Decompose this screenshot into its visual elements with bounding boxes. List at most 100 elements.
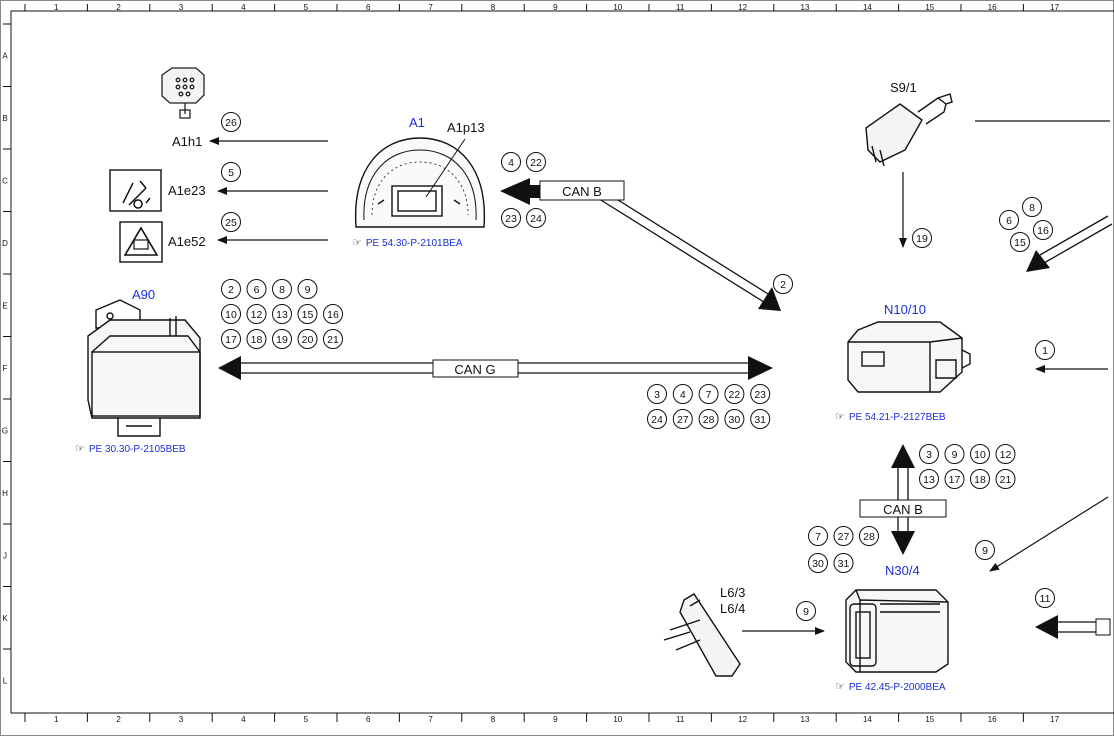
circle-27: 27 — [833, 526, 854, 546]
svg-text:31: 31 — [754, 414, 766, 426]
svg-text:2: 2 — [228, 284, 234, 296]
circle-10: 10 — [970, 444, 990, 464]
grid-column-bottom-17: 17 — [1050, 715, 1059, 724]
circle-30: 30 — [808, 553, 828, 573]
svg-text:20: 20 — [302, 334, 314, 346]
circle-10: 10 — [221, 304, 241, 324]
grid-column-bottom-10: 10 — [613, 715, 622, 724]
circle-22: 22 — [724, 384, 745, 404]
grid-column-bottom-3: 3 — [179, 715, 184, 724]
grid-column-top-2: 2 — [116, 3, 121, 12]
circle-18: 18 — [970, 469, 990, 489]
svg-text:15: 15 — [1014, 237, 1026, 249]
grid-column-bottom-7: 7 — [428, 715, 433, 724]
svg-text:6: 6 — [1006, 215, 1012, 227]
right-edge-circle-group: 8 6 16 15 — [999, 197, 1053, 252]
instrument-cluster-icon — [354, 137, 486, 228]
circle-9-l6: 9 — [796, 601, 816, 621]
svg-text:16: 16 — [1037, 225, 1049, 237]
circle-17: 17 — [221, 329, 241, 349]
grid-row-F: F — [3, 364, 8, 373]
svg-text:1: 1 — [1042, 345, 1048, 357]
grid-row-G: G — [2, 426, 8, 435]
circle-1: 1 — [1035, 340, 1055, 360]
circle-7: 7 — [808, 526, 828, 546]
connector-icon — [161, 67, 205, 119]
can-b-top-circles: 4 22 23 24 2 — [501, 152, 793, 294]
circle-31: 31 — [750, 409, 771, 429]
svg-text:10: 10 — [974, 449, 986, 461]
svg-text:24: 24 — [651, 414, 663, 426]
grid-row-E: E — [2, 301, 7, 310]
grid-column-top-15: 15 — [925, 3, 934, 12]
grid-column-bottom-8: 8 — [491, 715, 496, 724]
svg-text:11: 11 — [1040, 593, 1051, 605]
a1e23-label: A1e23 — [168, 183, 206, 198]
grid-column-bottom-5: 5 — [304, 715, 309, 724]
circle-13: 13 — [272, 304, 292, 324]
grid-column-top-12: 12 — [738, 3, 747, 12]
grid-column-top-16: 16 — [988, 3, 997, 12]
circle-17: 17 — [944, 469, 965, 489]
circle-18: 18 — [246, 329, 267, 349]
svg-text:16: 16 — [327, 309, 339, 321]
circle-21: 21 — [995, 469, 1016, 489]
grid-column-top-8: 8 — [491, 3, 496, 12]
grid-column-bottom-12: 12 — [738, 715, 747, 724]
can-b-top-bus: CAN B — [500, 178, 781, 311]
svg-text:4: 4 — [680, 389, 686, 401]
can-g-bus: CAN G — [218, 356, 773, 380]
grid-row-K: K — [2, 614, 8, 623]
speed-sensor-icon — [663, 593, 741, 677]
grid-column-bottom-14: 14 — [863, 715, 872, 724]
svg-text:4: 4 — [508, 157, 514, 169]
grid-row-J: J — [3, 551, 7, 560]
circle-23: 23 — [750, 384, 771, 404]
a1-reference: ☞PE 54.30-P-2101BEA — [352, 237, 463, 249]
s9-1-label: S9/1 — [890, 80, 917, 95]
circle-21: 21 — [323, 329, 343, 349]
circle-9: 9 — [944, 444, 965, 464]
grid-column-top-11: 11 — [676, 3, 685, 12]
grid-column-bottom-4: 4 — [241, 715, 246, 724]
n10-10-module-icon — [847, 321, 971, 393]
grid-row-B: B — [2, 114, 7, 123]
circle-7: 7 — [698, 384, 719, 404]
brake-switch-icon — [865, 93, 953, 167]
grid-row-L: L — [3, 676, 8, 685]
svg-text:30: 30 — [812, 558, 824, 570]
svg-text:9: 9 — [982, 545, 988, 557]
circle-30: 30 — [724, 409, 745, 429]
l6-3-label: L6/3 — [720, 585, 745, 600]
circle-2: 2 — [221, 279, 241, 299]
svg-text:9: 9 — [305, 284, 311, 296]
svg-text:28: 28 — [863, 531, 875, 543]
grid-column-top-6: 6 — [366, 3, 371, 12]
circle-25: 25 — [221, 212, 241, 232]
svg-text:3: 3 — [654, 389, 660, 401]
warning-triangle-icon-a1e52 — [119, 221, 163, 263]
circle-15: 15 — [297, 304, 318, 324]
a1-label: A1 — [409, 115, 425, 130]
circle-12: 12 — [995, 444, 1016, 464]
svg-text:24: 24 — [530, 213, 542, 225]
a90-reference: ☞PE 30.30-P-2105BEB — [75, 443, 186, 455]
grid-column-bottom-13: 13 — [801, 715, 810, 724]
circle-16: 16 — [323, 304, 343, 324]
right-edge-bus-arrow — [1026, 215, 1113, 272]
grid-row-D: D — [2, 239, 8, 248]
circle-9: 9 — [297, 279, 318, 299]
grid-column-top-4: 4 — [241, 3, 246, 12]
grid-column-bottom-16: 16 — [988, 715, 997, 724]
n30-4-module-icon — [845, 589, 949, 673]
grid-column-top-7: 7 — [428, 3, 433, 12]
svg-text:7: 7 — [815, 531, 821, 543]
grid-column-top-14: 14 — [863, 3, 872, 12]
can-b-vertical-label: CAN B — [883, 502, 923, 517]
grid-column-top-5: 5 — [304, 3, 309, 12]
grid-column-bottom-6: 6 — [366, 715, 371, 724]
circle-19: 19 — [272, 329, 292, 349]
svg-text:7: 7 — [706, 389, 712, 401]
grid-row-C: C — [2, 176, 8, 185]
